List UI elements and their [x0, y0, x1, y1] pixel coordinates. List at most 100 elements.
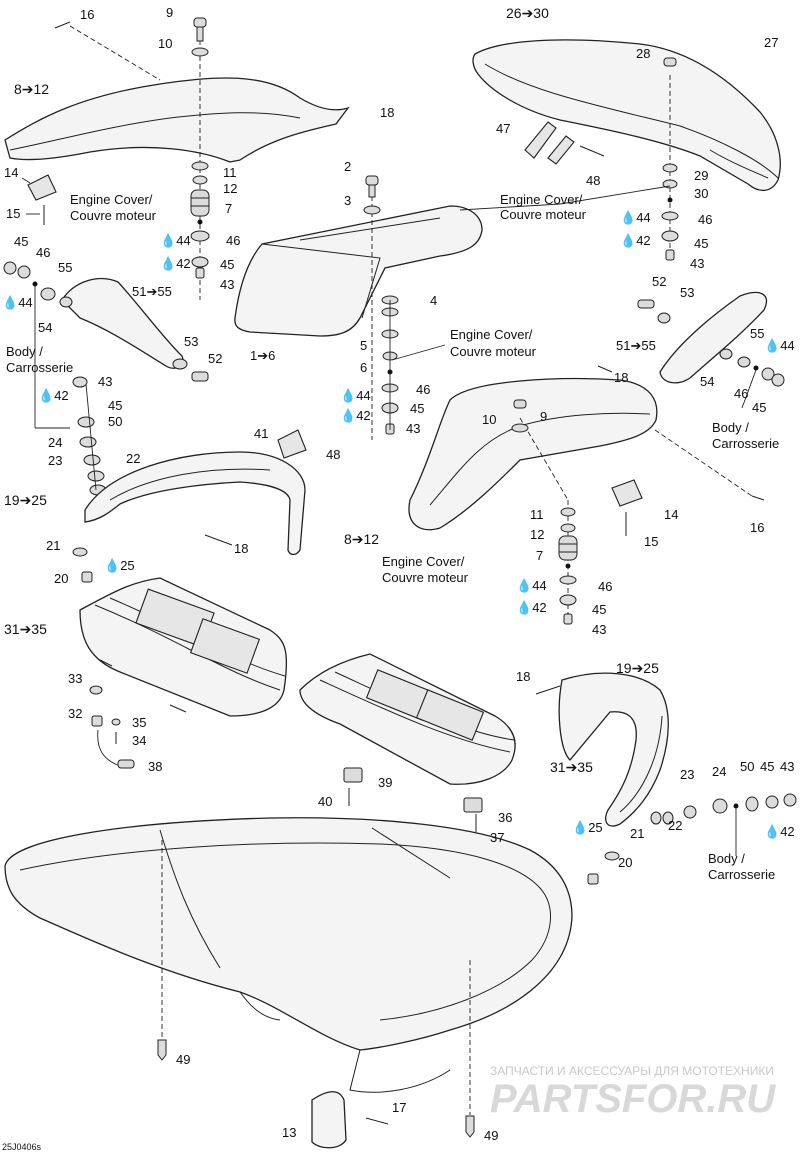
bracket-51-55-left: [3, 261, 209, 429]
callout: 46: [698, 212, 712, 227]
callout: 16: [80, 7, 94, 22]
callout: 46: [36, 245, 50, 260]
callout: 💧44: [620, 210, 651, 225]
callout: 22: [126, 451, 140, 466]
callout: 52: [652, 274, 666, 289]
callout: 💧44: [516, 578, 547, 593]
note: Engine Cover/: [70, 192, 153, 207]
seat-31-35-left: [79, 577, 288, 717]
callout: 💧25: [572, 820, 603, 835]
mount-stack-left: [190, 17, 210, 300]
callout: 32: [68, 706, 82, 721]
callout: 7: [536, 548, 543, 563]
callout: 45: [760, 759, 774, 774]
callout-labels: 16 9 10 8➔12 18 11 12 7 14 15 💧44 46 💧42…: [2, 5, 795, 1143]
backrest-right-top: [472, 39, 781, 191]
callout: 43: [220, 277, 234, 292]
callout: 1➔6: [250, 348, 275, 363]
note: Body /: [712, 420, 749, 435]
callout: 💧42: [516, 600, 547, 615]
callout: 20: [54, 571, 68, 586]
callout: 4: [430, 293, 437, 308]
callout: 45: [752, 400, 766, 415]
callout: 24: [712, 764, 726, 779]
callout: 7: [225, 201, 232, 216]
callout: 21: [630, 826, 644, 841]
figure-code: 25J0406s: [2, 1142, 42, 1152]
callout: 17: [392, 1100, 406, 1115]
note: Couvre moteur: [382, 570, 469, 585]
callout: 19➔25: [4, 492, 47, 508]
callout: 49: [484, 1128, 498, 1143]
callout: 46: [598, 579, 612, 594]
callout: 💧44: [764, 338, 795, 353]
callout: 14: [4, 165, 18, 180]
callout: 45: [220, 257, 234, 272]
callout: 43: [780, 759, 794, 774]
callout: 46: [416, 382, 430, 397]
callout: 16: [750, 520, 764, 535]
hardware-32-38: [89, 685, 135, 769]
backrest-19-25-right: [535, 672, 797, 885]
callout: 47: [496, 121, 510, 136]
callout: 48: [326, 447, 340, 462]
tub-hull: [4, 817, 573, 1138]
callout: 23: [680, 767, 694, 782]
callout: 46: [226, 233, 240, 248]
stack-right-mid: [558, 500, 578, 625]
callout: 9: [166, 5, 173, 20]
callout: 49: [176, 1052, 190, 1067]
callout: 52: [208, 351, 222, 366]
callout: 50: [740, 759, 754, 774]
note: Carrosserie: [6, 360, 73, 375]
callout: 45: [592, 602, 606, 617]
pin-15-left: [26, 205, 45, 225]
parts-47-48-right: [524, 121, 605, 165]
note: Couvre moteur: [500, 207, 587, 222]
callout: 3: [344, 193, 351, 208]
callout: 30: [694, 186, 708, 201]
callout: 35: [132, 715, 146, 730]
backrest-right-mid: [408, 365, 765, 536]
engine-cover-center: [234, 175, 483, 440]
bracket-13: [311, 1091, 389, 1149]
callout: 31➔35: [4, 621, 47, 637]
note: Carrosserie: [712, 436, 779, 451]
callout: 12: [223, 181, 237, 196]
callout: 💧42: [340, 408, 371, 423]
note: Body /: [6, 344, 43, 359]
watermark-logo: PARTSFOR.RU: [490, 1077, 776, 1121]
callout: 18: [380, 105, 394, 120]
note: Couvre moteur: [70, 208, 157, 223]
backrest-left-top: [4, 77, 350, 163]
seat-31-35-right: [299, 653, 516, 832]
callout: 10: [158, 36, 172, 51]
callout: 43: [406, 421, 420, 436]
callout: 51➔55: [616, 338, 656, 353]
callout: 21: [46, 538, 60, 553]
callout: 18: [614, 370, 628, 385]
callout: 29: [694, 168, 708, 183]
callout: 45: [410, 401, 424, 416]
callout: 55: [58, 260, 72, 275]
callout: 54: [38, 320, 52, 335]
callout: 15: [644, 534, 658, 549]
callout: 45: [14, 234, 28, 249]
callout: 💧42: [764, 824, 795, 839]
callout: 24: [48, 435, 62, 450]
callout: 23: [48, 453, 62, 468]
callout: 💧42: [38, 388, 69, 403]
callout: 41: [254, 426, 268, 441]
callout: 💧44: [2, 295, 33, 310]
callout: 14: [664, 507, 678, 522]
note: Couvre moteur: [450, 344, 537, 359]
callout: 34: [132, 733, 146, 748]
callout: 43: [98, 374, 112, 389]
note: Engine Cover/: [450, 327, 533, 342]
callout: 2: [344, 159, 351, 174]
callout: 11: [530, 507, 544, 522]
callout: 36: [498, 810, 512, 825]
callout: 💧42: [620, 233, 651, 248]
bracket-51-55-right: [637, 291, 785, 409]
